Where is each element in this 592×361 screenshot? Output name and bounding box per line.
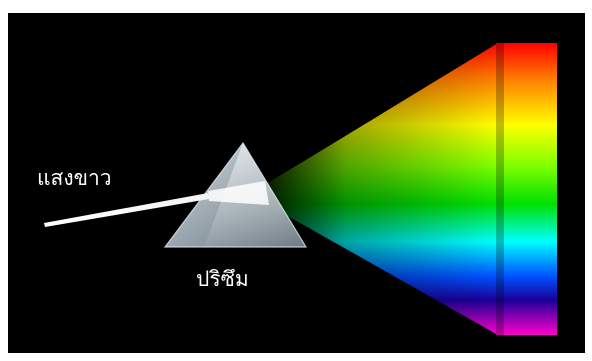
spectrum-band [496, 43, 557, 335]
black-background: แสงขาว ปริซึม [8, 13, 585, 353]
prism-label: ปริซึม [196, 269, 249, 290]
white-light-label: แสงขาว [37, 168, 112, 189]
spectrum-band-side [496, 43, 504, 335]
spectrum-fan-shade [265, 43, 498, 335]
